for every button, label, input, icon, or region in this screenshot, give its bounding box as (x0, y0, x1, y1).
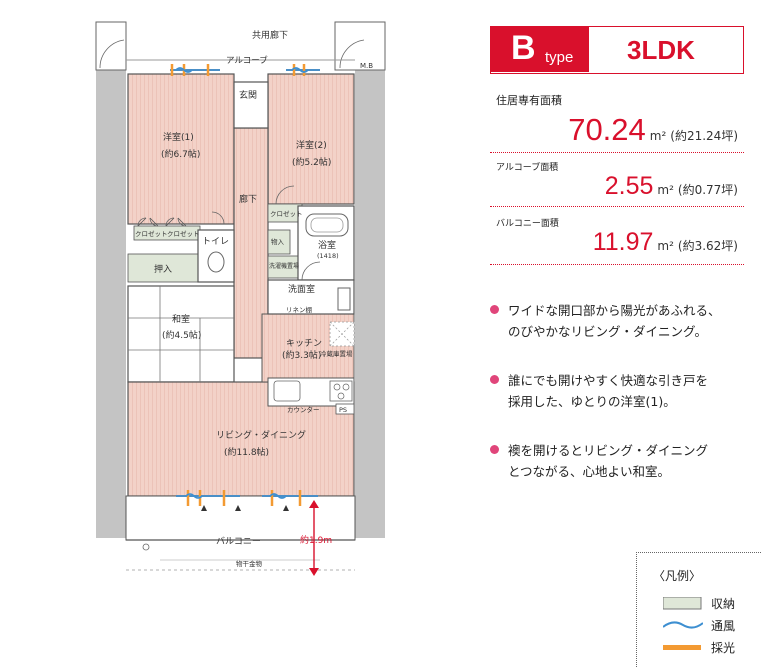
balcony-label: バルコニー (216, 536, 261, 547)
feature-line: とつながる、心地よい和室。 (508, 464, 671, 479)
layout-label: 3LDK (627, 35, 695, 65)
area-unit: m² (657, 239, 674, 253)
washitsu-size: (約4.5帖) (162, 329, 201, 341)
ventilation-icon (663, 621, 703, 629)
drying-label: 物干金物 (236, 559, 263, 568)
laundry-label: 洗濯機置場 (269, 262, 299, 270)
legend-daylight-label: 採光 (711, 641, 736, 655)
entrance-label: 玄関 (239, 89, 257, 101)
kitchen-size: (約3.3帖) (282, 349, 321, 361)
area-tsubo: (約3.62坪) (677, 239, 738, 253)
bath-size: (1418) (317, 252, 339, 260)
storage-label: 物入 (271, 237, 285, 246)
ld-name: リビング・ダイニング (216, 429, 306, 441)
room1-size: (約6.7帖) (161, 148, 200, 160)
toilet-label: トイレ (202, 237, 229, 247)
room2-name: 洋室(2) (296, 139, 327, 151)
room-western-2 (267, 73, 355, 205)
room-western-1 (127, 73, 235, 225)
balcony (125, 495, 356, 541)
feature-line: 襖を開けるとリビング・ダイニング (508, 443, 709, 458)
hallway-label: 廊下 (239, 193, 257, 205)
feature-line: 採用した、ゆとりの洋室(1)。 (508, 394, 676, 409)
area-number: 11.97 (592, 228, 654, 256)
feature-line: ワイドな開口部から陽光があふれる、 (508, 303, 721, 318)
type-badge: B type 3LDK (490, 26, 744, 74)
feature-line: のびやかなリビング・ダイニング。 (508, 324, 708, 339)
legend-title: 〈凡例〉 (653, 569, 702, 583)
kitchen-name: キッチン (286, 338, 322, 349)
daylight-icon (663, 645, 701, 650)
toilet (197, 229, 235, 283)
closet-label-a: クロゼット (135, 229, 168, 238)
mb-label: M.B (360, 62, 373, 70)
feature-item: 誰にでも開けやすく快適な引き戸を 採用した、ゆとりの洋室(1)。 (490, 370, 748, 412)
linen-label: リネン棚 (286, 305, 313, 314)
area-label: バルコニー面積 (496, 219, 559, 229)
washroom-label: 洗面室 (288, 283, 315, 295)
feature-item: ワイドな開口部から陽光があふれる、 のびやかなリビング・ダイニング。 (490, 300, 748, 342)
oshiire-label: 押入 (154, 263, 172, 275)
area-unit: m² (649, 129, 667, 143)
room-tatami (127, 285, 235, 383)
floor-plan: 共用廊下 アルコーブ M.B 玄関 洋室(1) (約6.7帖) 洋室(2) (約… (95, 21, 386, 576)
storage-small (267, 229, 291, 255)
counter-label: カウンター (287, 405, 320, 414)
legend: 〈凡例〉 収納 通風 採光 (636, 552, 761, 667)
area-tsubo: (約21.24坪) (670, 129, 738, 143)
entrance (233, 81, 269, 129)
legend-storage-label: 収納 (711, 597, 736, 611)
bullet-icon (490, 375, 499, 384)
area-label: 住居専有面積 (496, 94, 562, 107)
ps-label: PS (339, 406, 347, 414)
washitsu-name: 和室 (172, 313, 190, 325)
depth-label: 約1.9m (300, 534, 332, 546)
bullet-icon (490, 305, 499, 314)
room2-size: (約5.2帖) (292, 156, 331, 168)
closet-label-c: クロゼット (270, 209, 303, 218)
east-wall (355, 70, 385, 510)
area-label: アルコーブ面積 (496, 163, 559, 173)
type-word: type (545, 49, 574, 66)
type-letter: B (511, 29, 536, 67)
alcove-label: アルコーブ (226, 55, 268, 66)
type-letter-block: B type (491, 27, 589, 72)
area-number: 2.55 (604, 172, 654, 200)
room1-name: 洋室(1) (163, 131, 194, 143)
fridge-label: 冷蔵庫置場 (320, 349, 353, 358)
legend-ventilation-label: 通風 (711, 619, 736, 633)
corridor-label: 共用廊下 (252, 29, 288, 41)
area-tsubo: (約0.77坪) (677, 183, 738, 197)
area-number: 70.24 (568, 112, 646, 147)
storage-swatch-icon (663, 597, 702, 610)
oshiire (127, 253, 199, 283)
feature-line: 誰にでも開けやすく快適な引き戸を (508, 373, 709, 388)
west-wall (96, 70, 126, 510)
bath-label: 浴室 (318, 239, 336, 251)
area-unit: m² (657, 183, 674, 197)
ld-size: (約11.8帖) (224, 446, 269, 458)
bullet-icon (490, 445, 499, 454)
closet-label-b: クロゼット (167, 229, 200, 238)
feature-item: 襖を開けるとリビング・ダイニング とつながる、心地よい和室。 (490, 440, 748, 482)
